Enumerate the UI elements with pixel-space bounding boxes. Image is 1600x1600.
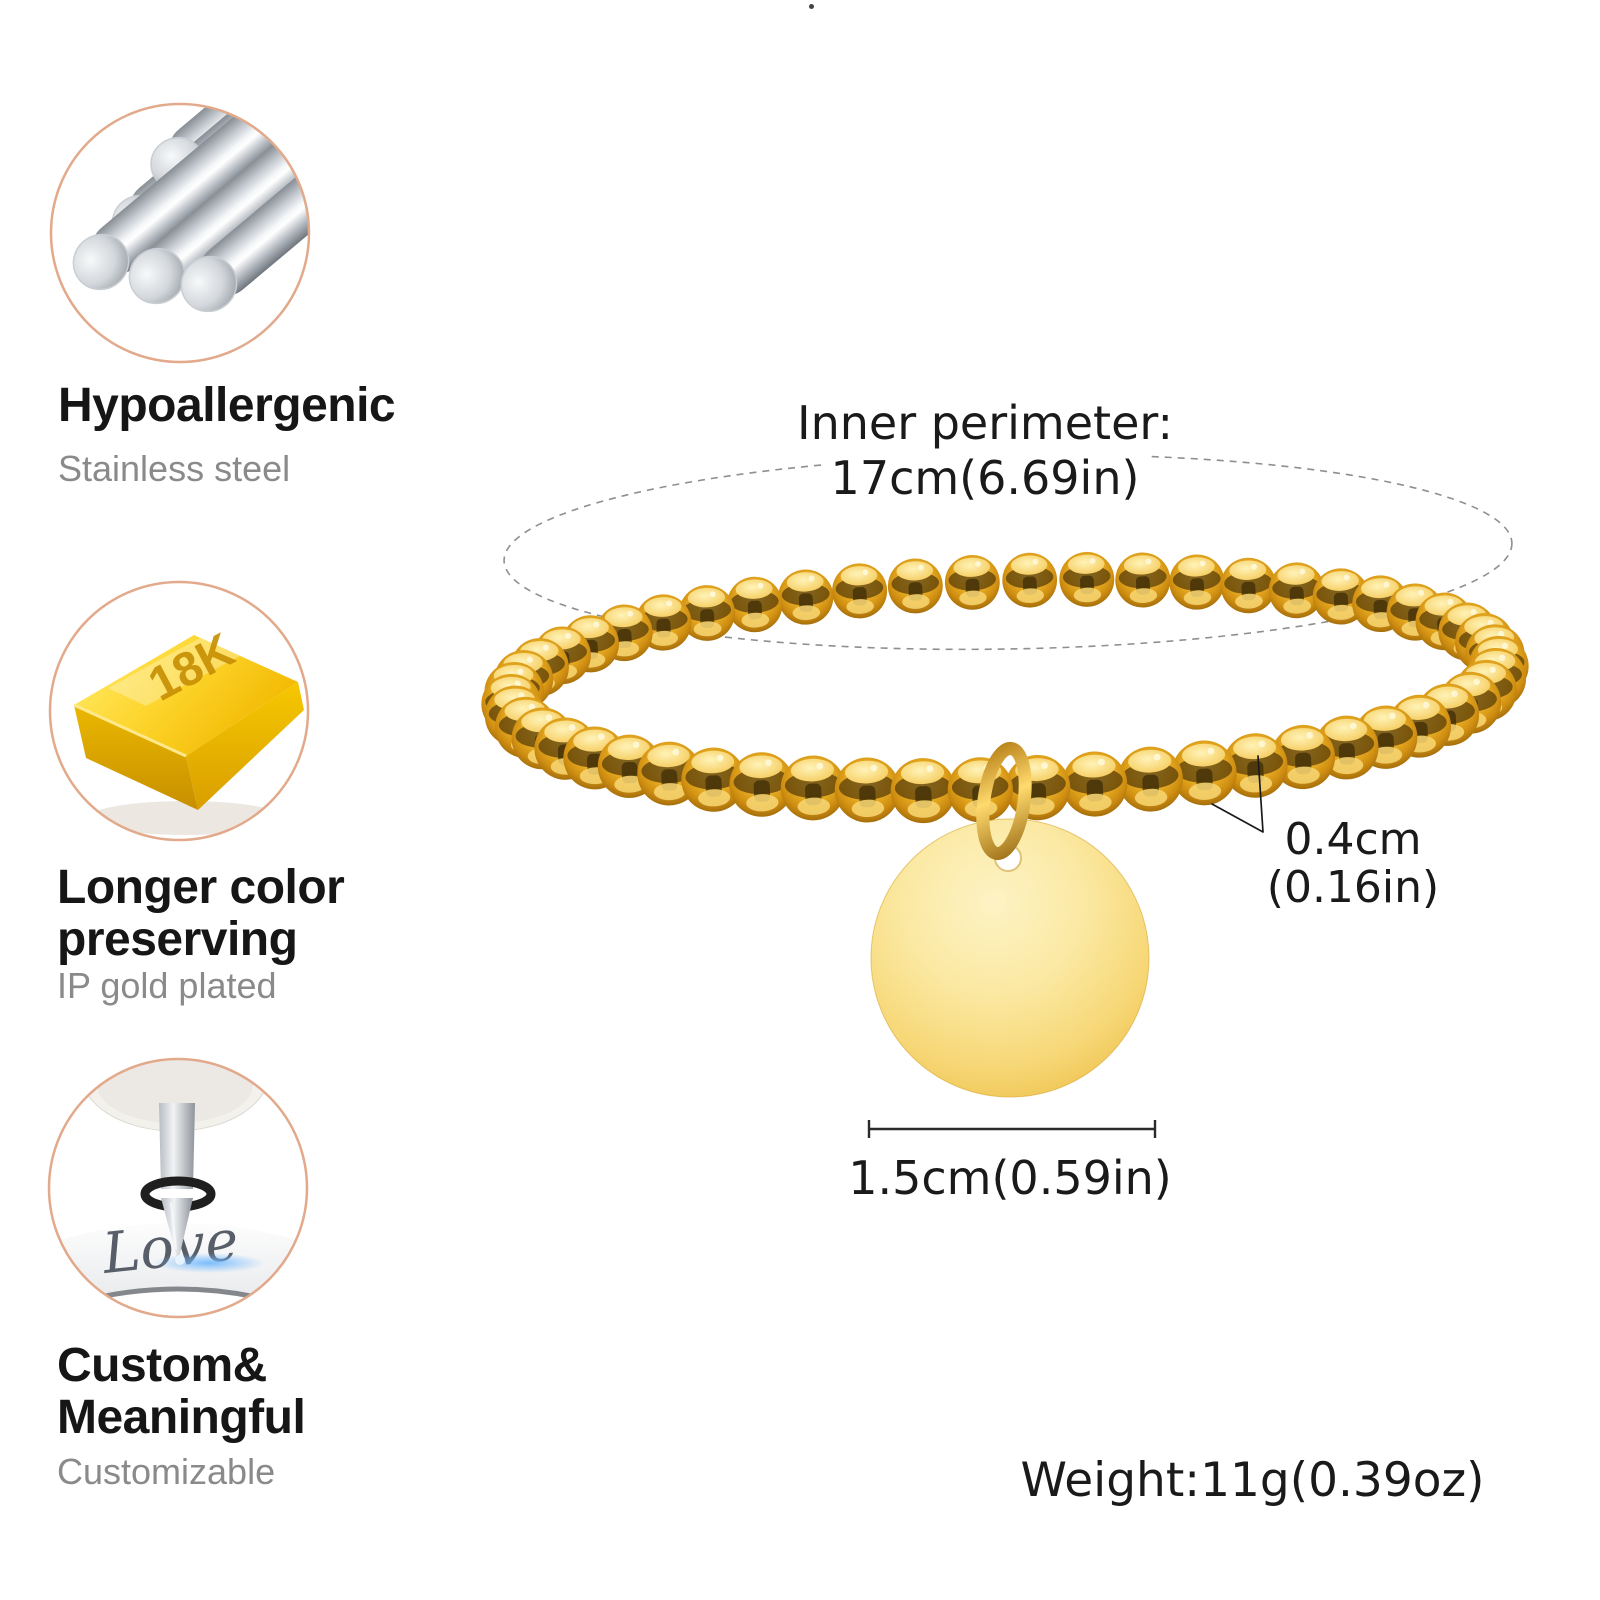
bead-size-leader-lines [1211,755,1264,833]
bead-size-value: 0.4cm [1284,814,1422,865]
bead-size-value-secondary: (0.16in) [1266,862,1440,913]
feature-circle-border [49,102,311,364]
feature-title: Custom& Meaningful [57,1339,306,1444]
bracelet-bead [1168,553,1226,611]
bracelet-beads [480,550,1530,825]
bracelet-bead [1060,750,1129,818]
gold-bar-icon: 18K [48,580,310,842]
feature-circle-border [48,580,310,842]
pendant-bail-ring [976,741,1032,861]
engraving-tool-icon: Love [47,1057,309,1319]
steel-rod [180,104,309,313]
gold-bar-front-face [74,705,198,810]
inner-perimeter-label: Inner perimeter: [797,396,1173,450]
bracelet-bead [1219,556,1278,615]
speck-artifact [809,4,814,9]
engraver-tip [161,1198,193,1262]
steel-rod [128,104,309,305]
bracelet-bead [943,553,1001,611]
bracelet-bead [889,756,957,825]
steel-rods-icon [49,102,311,364]
weight-value: Weight:11g(0.39oz) [1020,1453,1485,1508]
bracelet-bead [1114,551,1172,609]
inner-perimeter-value: 17cm(6.69in) [822,451,1148,505]
engraver-shaft [159,1103,195,1189]
weight-annotation: Weight:11g(0.39oz) [995,1455,1510,1507]
pendant-width-measure-line [867,1120,1157,1138]
pendant-width-annotation: 1.5cm(0.59in) [805,1153,1215,1203]
bracelet-bead [777,568,835,626]
bracelet-bead [1003,753,1072,822]
bracelet-bead [1058,550,1116,608]
feature-subtitle: Customizable [57,1451,276,1492]
gold-bar-top-face [74,635,298,756]
bead-size-annotation: 0.4cm (0.16in) [1240,816,1466,912]
feature-circle-border [47,1057,309,1319]
bracelet-bead [886,557,944,615]
pendant-width-value: 1.5cm(0.59in) [848,1151,1172,1205]
feature-subtitle: IP gold plated [57,965,277,1006]
feature-title: Hypoallergenic [58,379,396,432]
bracelet-bead [831,562,889,620]
inner-perimeter-dashed-ellipse [503,453,1513,651]
feature-title: Longer color preserving [57,861,345,966]
laser-glow [153,1253,265,1273]
gold-bar-side-face [186,682,304,810]
pendant-disc [870,818,1150,1098]
feature-subtitle: Stainless steel [58,448,291,489]
inner-perimeter-annotation: Inner perimeter: 17cm(6.69in) [635,396,1335,506]
bracelet-bead [1001,551,1059,609]
bracelet-bead [725,575,784,634]
